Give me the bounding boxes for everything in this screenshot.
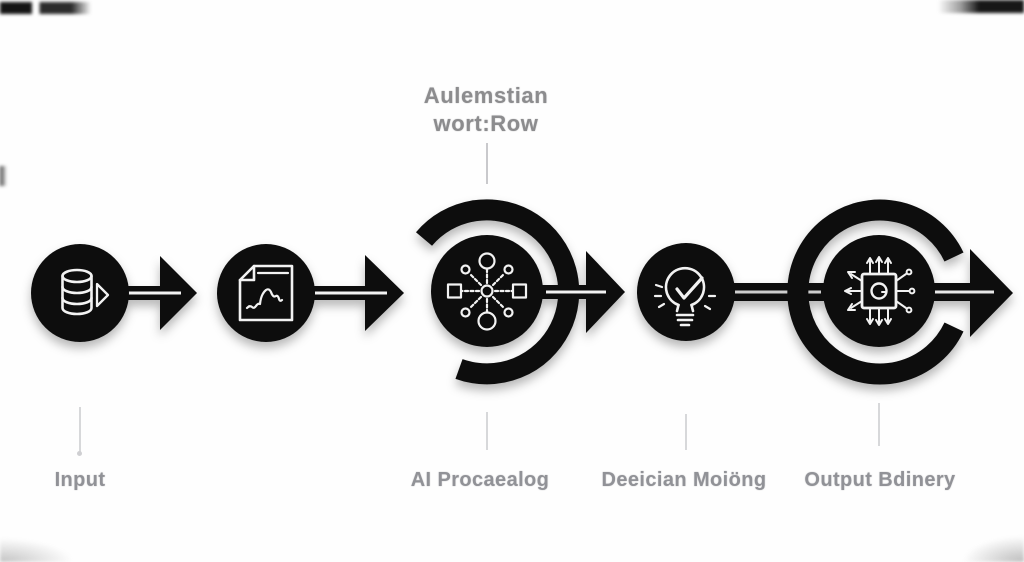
artifact-smudge-top-left [0, 2, 94, 14]
artifact-smudge-bottom-right [962, 536, 1024, 562]
database-arrow-icon [61, 268, 110, 316]
document-scribble-icon [238, 264, 294, 322]
flow-arrow-2 [312, 255, 404, 331]
stage-label-output: Output Bdinery [804, 469, 956, 491]
flow-arrow-3 [541, 251, 625, 333]
node-ai-processing [431, 235, 543, 347]
flow-bar-4 [732, 283, 830, 301]
flow-arrow-1 [124, 256, 197, 330]
input-connector-line [79, 407, 81, 452]
diagram-title-line1: Aulemstian [423, 83, 549, 108]
title-connector-line [486, 143, 488, 184]
node-decision [637, 243, 735, 341]
input-connector-dot [77, 451, 82, 456]
stage-label-decision: Deeician Moiöng [601, 469, 767, 491]
decision-connector-line [685, 414, 687, 450]
ai-connector-line [486, 412, 488, 450]
artifact-smudge-top-right [938, 0, 1024, 13]
artifact-smudge-left-edge [0, 166, 7, 186]
flow-arrow-5 [928, 249, 1013, 337]
node-input [31, 244, 129, 342]
stage-label-ai: AI Procaealog [410, 469, 550, 491]
node-output [823, 235, 935, 347]
stage-label-input: Input [54, 469, 106, 491]
lightbulb-check-icon [653, 266, 717, 327]
diagram-title-line2: wort:Row [433, 111, 539, 136]
output-node-loop-ring [787, 199, 964, 385]
node-document [217, 244, 315, 342]
diagram-title: Aulemstian wort:Row [424, 82, 549, 138]
ai-node-ring-arc [415, 199, 580, 385]
output-connector-line [878, 403, 880, 446]
circuit-chip-icon [844, 256, 916, 326]
artifact-smudge-bottom-left [0, 538, 74, 562]
network-hub-icon [446, 252, 528, 331]
